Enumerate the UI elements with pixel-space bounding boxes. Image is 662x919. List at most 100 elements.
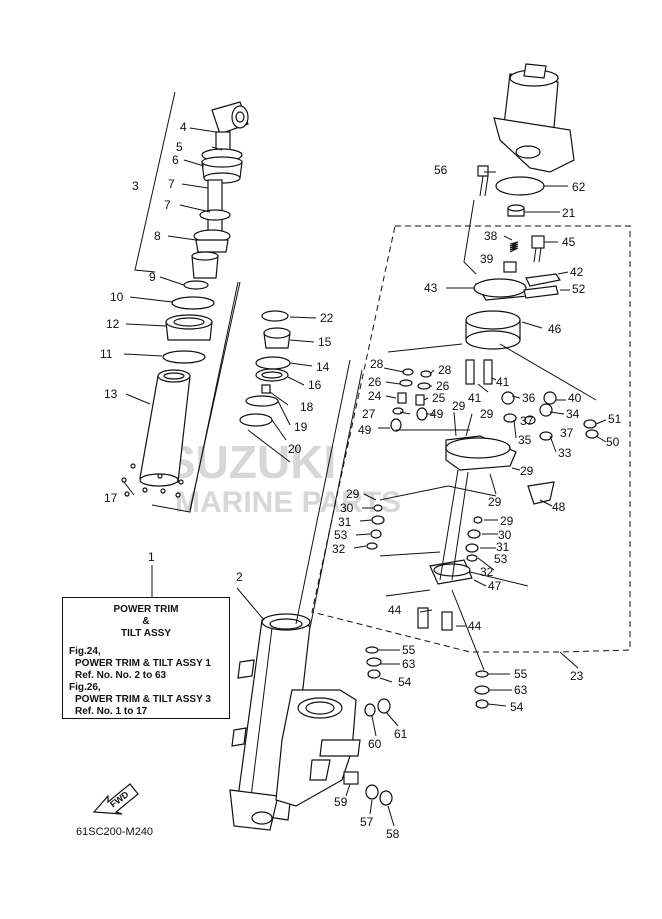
callout-34: 34 [566,407,580,421]
callout-29c: 29 [520,464,534,478]
leader-lines [123,127,607,827]
callout-47: 47 [488,579,502,593]
coupler-21 [507,204,525,217]
piston-15 [263,327,291,349]
assembly-boundary [311,225,631,653]
callout-54a: 54 [398,675,412,689]
main-body-2 [229,613,361,831]
callout-62: 62 [572,180,586,194]
callout-27: 27 [362,407,376,421]
callout-53a: 53 [334,528,348,542]
ring-19 [245,395,279,407]
callout-37a: 37 [520,414,534,428]
filter-45 [531,235,545,263]
diagram-code: 61SC200-M240 [76,826,154,838]
tilt-rod-assembly [191,101,249,279]
callout-30b: 30 [498,528,512,542]
o-ring-62 [495,176,545,196]
callout-36: 36 [522,391,536,405]
title-line-3: TILT ASSY [121,628,171,639]
pump-body-46 [465,310,521,350]
ref-name-2: POWER TRIM & TILT ASSY 3 [75,694,211,705]
callout-24: 24 [368,389,382,403]
callout-14: 14 [316,360,330,374]
oil-pump-43 [473,278,530,301]
callout-60: 60 [368,737,382,751]
callout-41a: 41 [468,391,482,405]
plate-47 [429,559,473,585]
callout-13: 13 [104,387,118,401]
callout-54b: 54 [510,700,524,714]
ring-20 [239,413,273,427]
callout-22: 22 [320,311,334,325]
callout-49b: 49 [430,407,444,421]
callout-29e: 29 [500,514,514,528]
seal-42-52 [523,273,561,299]
bracket-17 [151,281,239,513]
valve-body-29 [445,435,517,471]
ref-fig-2: Fig.26, [69,682,101,693]
bracket-3 [134,91,176,273]
ring-22 [261,310,289,322]
title-line-1: POWER TRIM [113,604,179,615]
callout-29f: 29 [346,487,360,501]
callout-50: 50 [606,435,620,449]
o-ring-11 [162,350,206,364]
callout-18: 18 [300,400,314,414]
callout-26a: 26 [368,375,382,389]
callout-29b: 29 [480,407,494,421]
cylinder-dots-17 [121,463,184,498]
filter-48 [527,481,555,505]
spring-38 [509,241,519,253]
small-parts [343,368,599,806]
callout-40: 40 [568,391,582,405]
callout-4: 4 [180,120,187,134]
callout-33: 33 [558,446,572,460]
callout-25: 25 [432,391,446,405]
callout-1: 1 [148,550,155,564]
motor-assembly [493,63,575,173]
callout-44a: 44 [388,603,402,617]
callout-63a: 63 [402,657,416,671]
callout-43: 43 [424,281,438,295]
callout-32a: 32 [332,542,346,556]
callout-28b: 28 [438,363,452,377]
callout-52: 52 [572,282,586,296]
callout-26b: 26 [436,379,450,393]
callout-8: 8 [154,229,161,243]
callout-28a: 28 [370,357,384,371]
guide-line [309,369,363,629]
callout-16: 16 [308,378,322,392]
callout-6: 6 [172,153,179,167]
pin-41b [483,359,493,385]
callout-7a: 7 [168,177,175,191]
fwd-arrow-icon: FWD [92,783,139,815]
callout-59: 59 [334,795,348,809]
guide-line [295,359,351,625]
callout-38: 38 [484,229,498,243]
callout-29a: 29 [452,399,466,413]
callout-11: 11 [100,347,113,361]
title-line-2: & [142,616,150,627]
callout-57: 57 [360,815,374,829]
bracket-ring-set [189,281,241,511]
cylinder-13 [139,369,191,487]
callout-23: 23 [570,669,584,683]
pin-18 [261,384,271,394]
callout-29d: 29 [488,495,502,509]
ref-range-2: Ref. No. 1 to 17 [75,706,148,717]
callout-10: 10 [110,290,124,304]
callout-labels: 2 3 4 5 6 7 7 8 9 10 12 11 13 14 15 16 1… [100,120,622,841]
callout-56: 56 [434,163,448,177]
callout-44b: 44 [468,619,482,633]
callout-30a: 30 [340,501,354,515]
callout-58: 58 [386,827,400,841]
bracket-lines [379,199,597,671]
callout-32b: 32 [480,565,494,579]
callout-48: 48 [552,500,566,514]
o-ring-10 [171,296,215,310]
callout-46: 46 [548,322,562,336]
callout-53b: 53 [494,552,508,566]
callout-31b: 31 [496,540,510,554]
